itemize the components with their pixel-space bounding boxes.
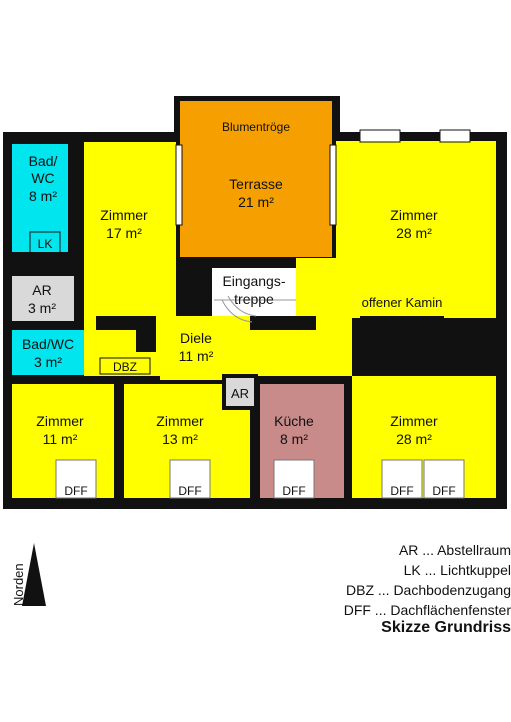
label-zimmer-28-top-name: Zimmer <box>390 207 438 223</box>
label-diele-area: 11 m² <box>179 348 214 364</box>
legend-dbz: DBZ ... Dachbodenzugang <box>346 582 511 598</box>
label-dff-1: DFF <box>64 484 87 498</box>
room-bad-wc-top <box>12 144 68 252</box>
wall-kamin <box>360 316 444 330</box>
room-bad-wc-small <box>12 330 84 375</box>
wall-lk-box <box>29 231 61 255</box>
label-zimmer-17-name: Zimmer <box>100 207 148 223</box>
stair-lines <box>214 295 296 323</box>
label-zimmer-28-bottom-name: Zimmer <box>390 413 438 429</box>
label-kueche-name: Küche <box>274 413 314 429</box>
label-terrasse-area: 21 m² <box>238 194 274 210</box>
label-dff-3: DFF <box>282 484 305 498</box>
label-blumentroege: Blumentröge <box>222 120 290 134</box>
label-dff-5: DFF <box>432 484 455 498</box>
wall-column <box>136 316 156 352</box>
label-bad-wc-top-2: WC <box>31 170 54 186</box>
label-bad-wc-top-area: 8 m² <box>29 188 57 204</box>
wall-ar-center <box>222 374 258 410</box>
label-bad-wc-small-name: Bad/WC <box>22 336 74 352</box>
label-zimmer-11-name: Zimmer <box>36 413 84 429</box>
label-zimmer-11-area: 11 m² <box>43 431 78 447</box>
dff-boxes <box>55 459 465 499</box>
room-kamin-area <box>296 258 496 318</box>
room-zimmer-17 <box>84 142 176 317</box>
wall-dbz-box <box>99 357 151 375</box>
room-ar-left <box>12 276 74 321</box>
plan-title: Skizze Grundriss <box>381 619 511 636</box>
label-dff-2: DFF <box>178 484 201 498</box>
label-diele-name: Diele <box>180 330 212 346</box>
north-arrow-icon <box>22 543 46 606</box>
legend-lk: LK ... Lichtkuppel <box>403 562 511 578</box>
label-zimmer-13-area: 13 m² <box>162 431 198 447</box>
label-zimmer-13-name: Zimmer <box>156 413 204 429</box>
label-zimmer-28-bottom-area: 28 m² <box>396 431 432 447</box>
label-dbz: DBZ <box>113 360 137 374</box>
room-diele-lower <box>160 330 250 380</box>
label-kueche-area: 8 m² <box>280 431 308 447</box>
label-dff-4: DFF <box>390 484 413 498</box>
label-ar-left-area: 3 m² <box>28 300 56 316</box>
label-terrasse-name: Terrasse <box>229 176 283 192</box>
north-label: Norden <box>11 563 26 606</box>
label-eingangstreppe-2: treppe <box>234 291 274 307</box>
wall-stair-low <box>250 316 316 330</box>
label-zimmer-28-top-area: 28 m² <box>396 225 432 241</box>
label-bad-wc-small-area: 3 m² <box>34 354 62 370</box>
label-eingangstreppe-1: Eingangs- <box>222 273 285 289</box>
room-terrasse <box>180 101 332 257</box>
label-zimmer-17-area: 17 m² <box>106 225 142 241</box>
top-windows <box>175 129 471 226</box>
label-ar-left-name: AR <box>32 282 51 298</box>
legend-ar: AR ... Abstellraum <box>398 542 511 558</box>
label-lk: LK <box>38 237 53 251</box>
label-offener-kamin: offener Kamin <box>362 295 443 310</box>
legend-dff: DFF ... Dachflächenfenster <box>343 602 511 618</box>
label-bad-wc-top-1: Bad/ <box>29 153 58 169</box>
label-ar-center: AR <box>231 386 249 401</box>
